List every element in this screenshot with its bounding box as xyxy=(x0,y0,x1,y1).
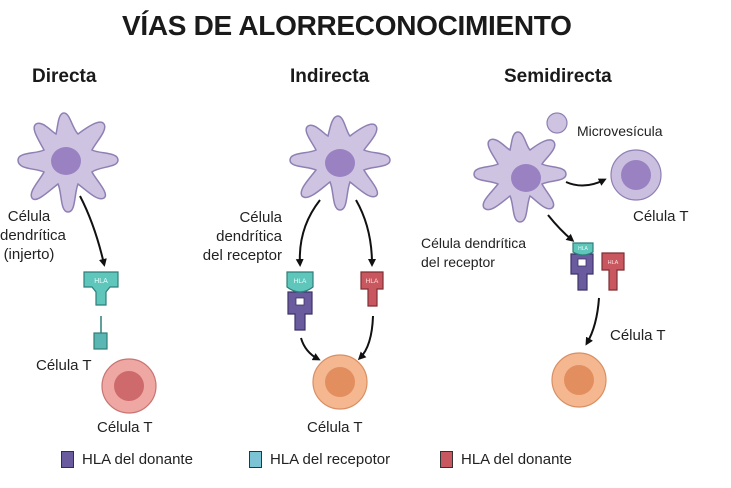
label-dendritic-direct: Célula dendrítica (injerto) xyxy=(0,207,66,264)
diagram-title: VÍAS DE ALORRECONOCIMIENTO xyxy=(122,10,572,41)
dendritic-cell-semidirect xyxy=(473,131,567,223)
hla-tag-indirect-left: HLA xyxy=(294,278,307,285)
tcell-direct xyxy=(101,358,157,414)
heading-direct: Directa xyxy=(32,66,97,87)
hla-complex-semidirect: HLA xyxy=(570,242,594,291)
legend-label: HLA del recepotor xyxy=(270,450,391,468)
arrow-dc-to-hla-direct xyxy=(79,195,107,267)
label-line: Célula dendrítica xyxy=(421,235,527,251)
label-line: dendrítica xyxy=(216,228,282,245)
label-tcell-indirect: Célula T xyxy=(307,419,363,436)
hla-molecule-semidirect-red: HLA xyxy=(601,252,625,291)
dendritic-cell-nucleus xyxy=(511,164,541,192)
legend-label: HLA del donante xyxy=(461,450,572,468)
label-tcell-semidirect-bottom: Célula T xyxy=(610,327,666,344)
legend-item-donor-purple: HLA del donante xyxy=(61,449,193,469)
legend-item-recipient-blue: HLA del recepotor xyxy=(249,449,390,469)
label-line: dendrítica xyxy=(0,227,66,244)
arrow-hla-to-tcell-left xyxy=(300,337,321,361)
legend-swatch xyxy=(440,450,453,468)
arrow-dc-to-hla-semidirect xyxy=(547,214,575,242)
hla-tag-semidirect-right: HLA xyxy=(608,260,619,266)
label-dendritic-semidirect: Célula dendrítica del receptor xyxy=(421,234,526,272)
heading-semidirect: Semidirecta xyxy=(504,66,612,87)
dendritic-cell-nucleus xyxy=(325,149,355,177)
tcell-receptor-direct xyxy=(93,316,108,350)
arrow-dc-to-hla-right xyxy=(355,199,376,267)
dendritic-cell-recipient xyxy=(289,115,391,211)
label-line: Célula xyxy=(7,208,51,225)
dendritic-cell-nucleus xyxy=(51,147,81,175)
tcell-semidirect-bottom xyxy=(551,352,607,408)
heading-indirect: Indirecta xyxy=(290,66,370,87)
label-tcell-direct: Célula T xyxy=(97,419,153,436)
legend-swatch xyxy=(61,450,74,468)
arrow-dc-to-hla-left xyxy=(295,199,321,267)
dendritic-cell-donor xyxy=(17,112,119,213)
label-line: Célula xyxy=(239,209,282,226)
label-line: del receptor xyxy=(421,254,495,270)
hla-molecule-direct: HLA xyxy=(83,271,119,306)
legend-item-donor-red: HLA del donante xyxy=(440,449,572,469)
hla-tag-direct: HLA xyxy=(94,278,108,285)
label-line: del receptor xyxy=(202,247,282,264)
label-tcell-receptor-direct: Célula T xyxy=(36,357,92,374)
label-line: (injerto) xyxy=(3,246,55,263)
label-tcell-semidirect-top: Célula T xyxy=(633,208,689,225)
tcell-semidirect-top xyxy=(610,149,662,201)
hla-complex-recipient: HLA xyxy=(286,271,314,331)
arrow-hla-to-tcell-right xyxy=(357,315,374,361)
label-microvesicle: Microvesícula xyxy=(577,123,663,139)
legend-swatch xyxy=(249,450,262,468)
label-dendritic-indirect: Célula dendrítica del receptor xyxy=(186,208,282,265)
hla-tag-indirect-right: HLA xyxy=(366,278,379,285)
hla-tag-semidirect-left: HLA xyxy=(578,246,588,252)
hla-molecule-donor-red: HLA xyxy=(360,271,384,307)
tcell-indirect xyxy=(312,354,368,410)
legend-label: HLA del donante xyxy=(82,450,193,468)
microvesicle xyxy=(546,112,568,134)
arrow-hla-to-tcell-bottom xyxy=(585,297,600,346)
arrow-dc-to-tcell-top xyxy=(565,178,607,187)
